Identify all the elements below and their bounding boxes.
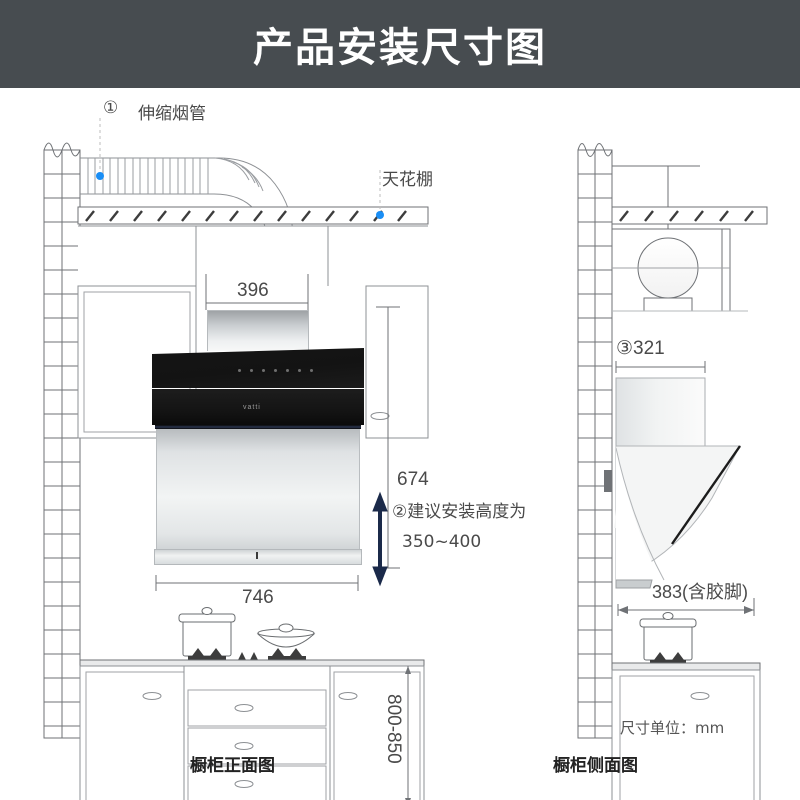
- front-wall-bricks: [43, 142, 81, 739]
- dim-line-746: [155, 575, 359, 591]
- dim-label-383: 383(含胶脚): [652, 582, 749, 602]
- side-ceiling-band: [611, 206, 768, 225]
- hood-glass-lower-panel: [152, 389, 364, 425]
- dim-line-396: [205, 274, 309, 310]
- ceiling-band: [77, 206, 429, 225]
- side-hood-body: [604, 377, 741, 589]
- side-view-caption: 橱柜侧面图: [553, 756, 638, 776]
- side-view-group: [577, 143, 768, 800]
- dim-line-321: [615, 361, 706, 373]
- install-height-arrow: [372, 491, 388, 587]
- install-note-line1: ②建议安装高度为: [392, 502, 527, 522]
- hood-control-buttons[interactable]: [238, 369, 313, 372]
- dim-line-383: [617, 598, 755, 616]
- callout-duct-label: 伸缩烟管: [138, 104, 206, 124]
- dim-label-800-850: 800-850: [383, 694, 404, 764]
- install-note-line2: 350~400: [402, 532, 482, 552]
- dim-label-396: 396: [237, 280, 269, 301]
- callout-leaders: [99, 118, 381, 212]
- hood-front-panel: [156, 429, 360, 553]
- front-base-cabinets: [79, 665, 425, 800]
- dim-label-321: ③321: [616, 338, 665, 359]
- cooktop-appliance: [79, 607, 425, 667]
- duct-marker-dot: [96, 172, 104, 180]
- drawing-stage: vatti ① 伸缩烟管 天花棚 396 674 746 800-850 ②建议…: [0, 88, 800, 800]
- brand-logo: vatti: [243, 404, 261, 411]
- side-duct-cabinet: [611, 228, 748, 312]
- ceiling-marker-dot: [376, 211, 384, 219]
- hood-indicator-light: [256, 552, 258, 559]
- dim-label-746: 746: [242, 587, 274, 608]
- callout-ceiling-label: 天花棚: [382, 170, 433, 190]
- callout-duct-marker: ①: [103, 98, 119, 118]
- hood-base-strip: [154, 549, 362, 565]
- hood-chimney: [207, 310, 309, 351]
- unit-note: 尺寸单位：mm: [620, 719, 725, 737]
- dim-label-674: 674: [397, 469, 429, 490]
- hood-glass-top-panel: [152, 348, 364, 388]
- page-title: 产品安装尺寸图: [253, 25, 547, 71]
- side-base-cabinet: [611, 669, 761, 800]
- hood-air-intake-slot: [155, 425, 361, 429]
- side-cooktop: [611, 612, 761, 671]
- front-view-caption: 橱柜正面图: [190, 756, 275, 776]
- side-wall-bricks: [577, 143, 613, 739]
- page-header: 产品安装尺寸图: [0, 0, 800, 88]
